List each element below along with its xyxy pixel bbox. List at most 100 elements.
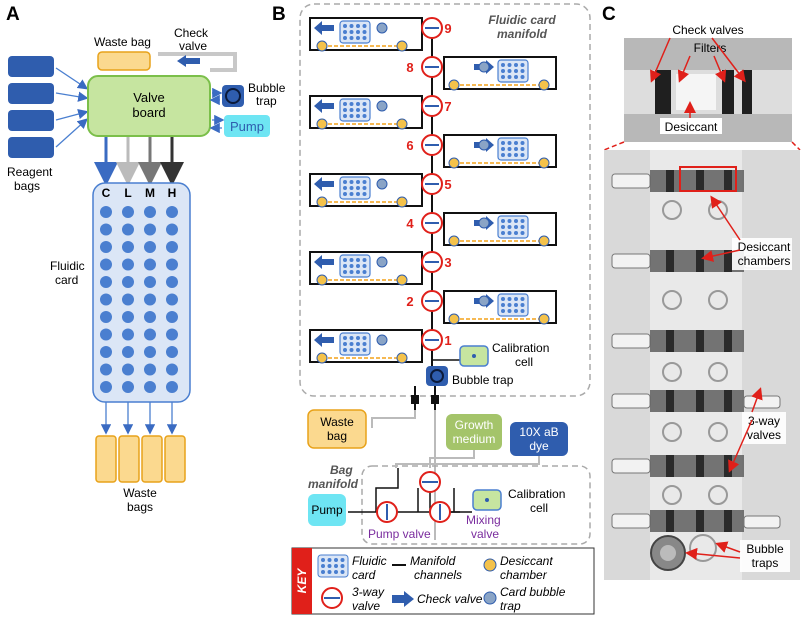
key-fluidic-card-icon [317, 554, 349, 578]
waste-bag [95, 435, 117, 483]
check-valve-arrow [177, 55, 200, 67]
well [122, 346, 134, 358]
well [166, 381, 178, 393]
dye-label-1: 10X aB [519, 425, 558, 439]
valve-number: 7 [444, 99, 451, 114]
pump-b-label: Pump [311, 503, 343, 517]
pump-a [224, 115, 270, 137]
key-bubble-trap-icon [483, 591, 497, 605]
reagent-bag [8, 110, 54, 131]
well [100, 293, 112, 306]
bubble-trap-a-label-1: Bubble [248, 81, 286, 95]
reagent-bags-label-1: Reagent [7, 165, 53, 179]
fluidic-card-manifold-box [299, 3, 591, 397]
well [122, 311, 134, 323]
card-module: 2 [406, 290, 557, 325]
waste-bag-b-label-2: bag [327, 429, 347, 443]
card-module: 8 [406, 56, 557, 91]
bag-manifold-label-2: manifold [308, 477, 359, 491]
key-fluidic-card-1: Fluidic [352, 554, 387, 568]
well [100, 241, 112, 253]
fluidic-card-wells [100, 206, 178, 393]
well [122, 276, 134, 288]
bag-manifold-box [361, 465, 591, 545]
waste-bags-label-2: bags [127, 500, 153, 514]
key-manifold-1: Manifold [410, 554, 456, 568]
mixing-valve-label-1: Mixing [466, 513, 501, 527]
valve-number: 9 [444, 21, 451, 36]
key-title: KEY [295, 568, 309, 594]
card-module: 3 [309, 251, 452, 286]
well [166, 346, 178, 358]
well [144, 381, 156, 393]
valve-board-label-2: board [132, 105, 165, 120]
manifold-title-1: Fluidic card [488, 13, 556, 27]
well [144, 241, 156, 253]
waste-bag [118, 435, 140, 483]
well [144, 328, 156, 341]
bubble-trap-a-label-2: trap [256, 94, 277, 108]
fluidic-card-a-label-2: card [55, 273, 78, 287]
key-desiccant-1: Desiccant [500, 554, 553, 568]
well [166, 363, 178, 376]
panel-a-letter: A [6, 4, 20, 25]
check-valve-line [158, 52, 237, 62]
three-way-valves-label-1: 3-way [748, 414, 780, 428]
check-valve-label-2: valve [179, 39, 207, 53]
panel-a: A Waste bag Check valve Reagent bags Val… [6, 4, 286, 514]
waste-bag-top [97, 51, 151, 71]
well [144, 346, 156, 358]
well [144, 311, 156, 323]
key-title-band [292, 548, 312, 614]
well [144, 206, 156, 218]
valve-number: 8 [406, 60, 413, 75]
valve-number: 2 [406, 294, 413, 309]
well [100, 258, 112, 271]
well [122, 223, 134, 236]
column-label-m: M [145, 186, 155, 200]
card-module: 5 [309, 173, 452, 208]
valve-number: 1 [444, 333, 451, 348]
valve-board-gray-line [210, 62, 237, 72]
well [122, 241, 134, 253]
key-desiccant-icon [483, 558, 497, 572]
well [166, 258, 178, 271]
key-desiccant-2: chamber [500, 568, 548, 582]
well [166, 241, 178, 253]
well [100, 206, 112, 218]
well [122, 258, 134, 271]
growth-medium-label-1: Growth [455, 418, 494, 432]
reagent-bag [8, 137, 54, 158]
fluidic-card-a-label-1: Fluidic [50, 259, 85, 273]
dye-bag [510, 422, 568, 456]
filters-label: Filters [694, 41, 727, 55]
highlight-box [679, 166, 737, 192]
waste-bag-b-label-1: Waste [320, 415, 354, 429]
well [122, 293, 134, 306]
pump-a-label: Pump [230, 119, 264, 134]
growth-medium-label-2: medium [453, 432, 496, 446]
waste-bags-label-1: Waste [123, 486, 157, 500]
valve-number: 5 [444, 177, 451, 192]
well [166, 223, 178, 236]
waste-bag [164, 435, 186, 483]
valve-board-label-1: Valve [133, 90, 165, 105]
key-valve-1: 3-way [352, 585, 385, 599]
reagent-bag [8, 83, 54, 104]
well [122, 363, 134, 376]
well [144, 258, 156, 271]
calibration-cell-bottom-label-1: Calibration [508, 487, 565, 501]
well [166, 311, 178, 323]
valve-number: 6 [406, 138, 413, 153]
column-label-h: H [168, 186, 177, 200]
well [100, 346, 112, 358]
key-manifold-2: channels [414, 568, 462, 582]
card-module: 6 [406, 134, 557, 169]
card-module: 7 [309, 95, 452, 130]
three-way-valves-label-2: valves [747, 428, 781, 442]
well [166, 293, 178, 306]
check-valve-label-1: Check [174, 26, 209, 40]
valve-board [87, 75, 211, 137]
reagent-bag [8, 56, 54, 77]
